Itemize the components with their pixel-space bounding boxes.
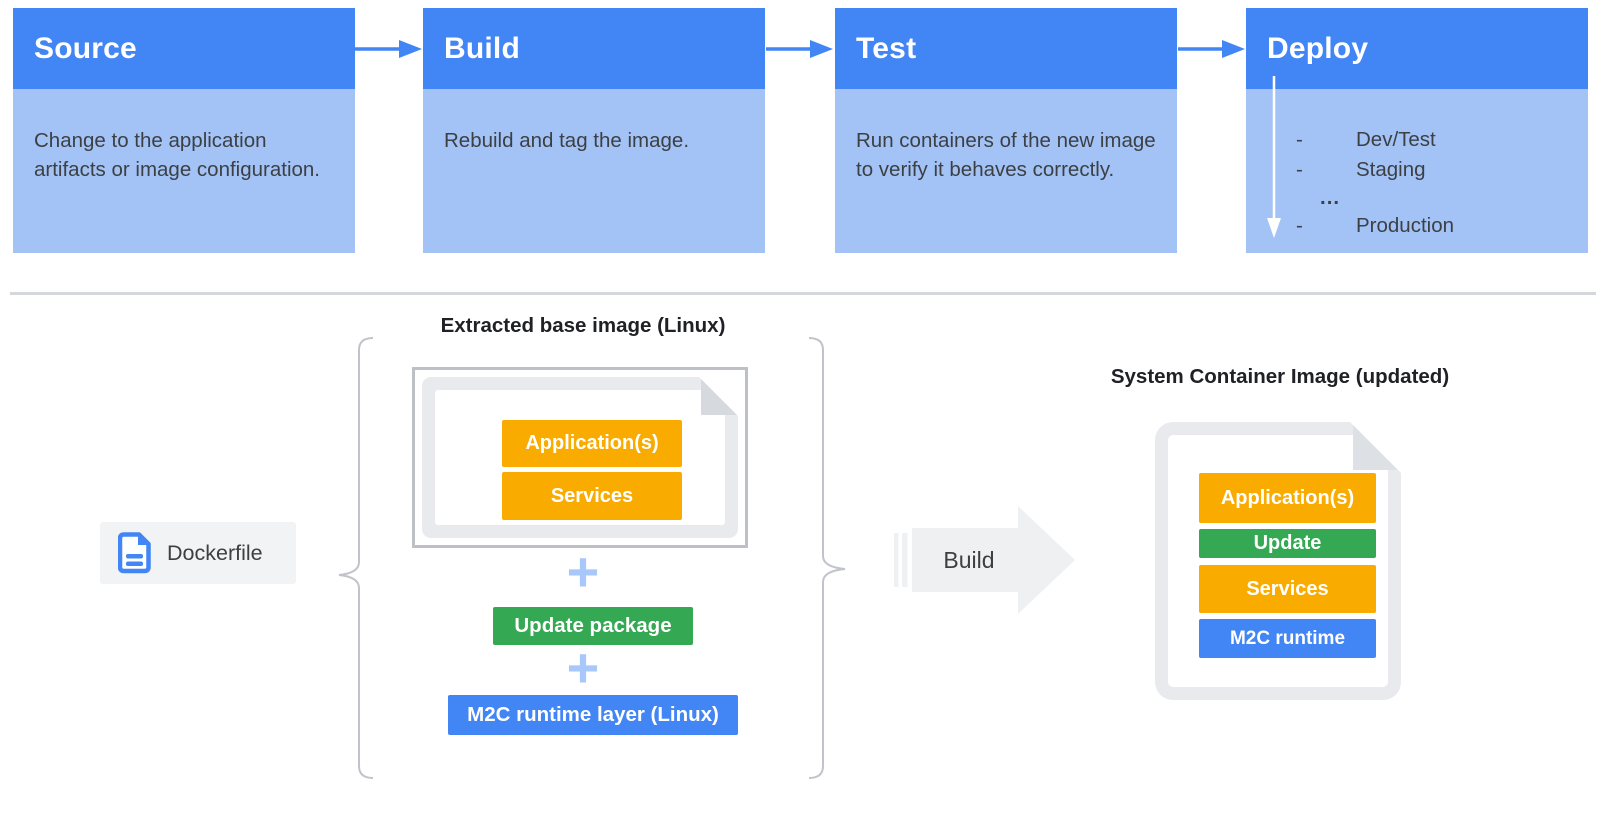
- stage-test-title: Test: [856, 31, 917, 65]
- right-brace-icon: [808, 337, 846, 779]
- dash: -: [1296, 158, 1303, 181]
- result-layer-update: Update: [1199, 529, 1376, 558]
- result-layer-applications: Application(s): [1199, 473, 1376, 523]
- deploy-item-production: - Production: [1246, 211, 1588, 241]
- flow-arrow-icon: [766, 40, 833, 58]
- stage-source: Source Change to the application artifac…: [13, 8, 355, 253]
- document-icon: [118, 532, 151, 574]
- section-divider: [10, 292, 1596, 295]
- stage-source-title: Source: [34, 31, 137, 65]
- deploy-environment-list: - Dev/Test - Staging ... - Production: [1246, 125, 1588, 241]
- base-image-card: Application(s) Services: [412, 367, 748, 548]
- flow-arrow-icon: [355, 40, 422, 58]
- dash: -: [1296, 214, 1303, 237]
- stage-build-description: Rebuild and tag the image.: [423, 89, 765, 253]
- extracted-base-image-title: Extracted base image (Linux): [440, 314, 726, 337]
- result-layer-runtime: M2C runtime: [1199, 619, 1376, 658]
- stage-build: Build Rebuild and tag the image.: [423, 8, 765, 253]
- dockerfile-label: Dockerfile: [167, 540, 263, 565]
- stage-build-title: Build: [444, 31, 520, 65]
- flow-arrow-icon: [1178, 40, 1245, 58]
- container-image-document-icon: [1155, 422, 1401, 700]
- dockerfile-chip: Dockerfile: [100, 522, 296, 584]
- stage-deploy-body: - Dev/Test - Staging ... - Production: [1246, 89, 1588, 253]
- deploy-item-devtest: - Dev/Test: [1246, 125, 1588, 155]
- stage-test-description: Run containers of the new image to verif…: [835, 89, 1177, 253]
- dash: -: [1296, 128, 1303, 151]
- stage-source-header: Source: [13, 8, 355, 89]
- stage-deploy: Deploy - Dev/Test - Staging ... - Produ: [1246, 8, 1588, 253]
- stage-source-description: Change to the application artifacts or i…: [13, 89, 355, 253]
- system-container-image-card: Application(s) Update Services M2C runti…: [1155, 422, 1401, 700]
- stage-test-header: Test: [835, 8, 1177, 89]
- stage-build-header: Build: [423, 8, 765, 89]
- build-arrow: Build: [894, 506, 1075, 614]
- left-brace-icon: [338, 337, 374, 779]
- system-container-image-title: System Container Image (updated): [1110, 365, 1450, 388]
- stage-deploy-title: Deploy: [1267, 31, 1369, 65]
- plus-icon: +: [566, 636, 600, 699]
- stage-test: Test Run containers of the new image to …: [835, 8, 1177, 253]
- deploy-down-arrow-icon: [1267, 76, 1281, 238]
- base-layer-applications: Application(s): [502, 420, 682, 467]
- base-layer-services: Services: [502, 472, 682, 520]
- result-layer-services: Services: [1199, 565, 1376, 613]
- plus-icon: +: [566, 540, 600, 603]
- build-arrow-label: Build: [943, 547, 994, 573]
- deploy-item-ellipsis: ...: [1320, 186, 1341, 209]
- runtime-layer-bar: M2C runtime layer (Linux): [448, 695, 738, 735]
- stage-deploy-header: Deploy: [1246, 8, 1588, 89]
- update-package-bar: Update package: [493, 607, 693, 645]
- deploy-item-staging: - Staging: [1246, 155, 1588, 185]
